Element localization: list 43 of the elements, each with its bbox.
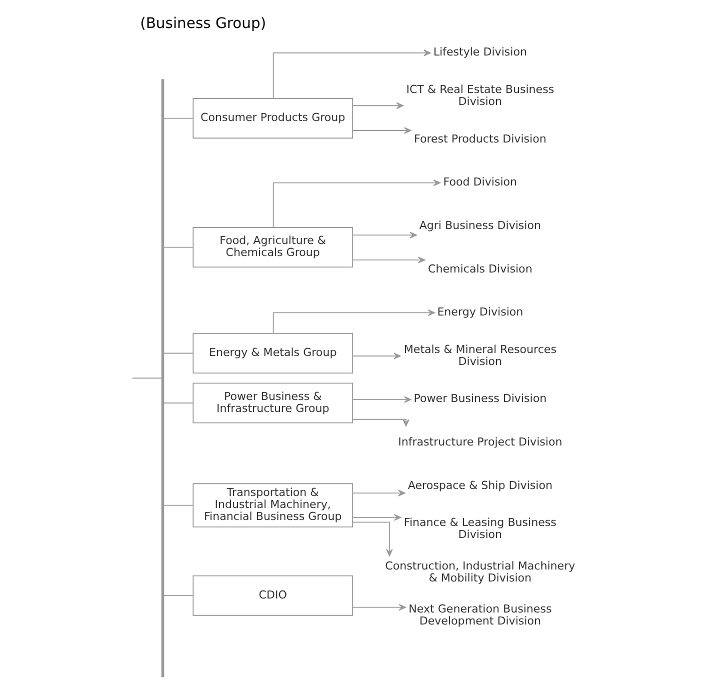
node-text: Aerospace & Ship Division bbox=[407, 478, 552, 492]
node-bar bbox=[160, 79, 164, 678]
arrow bbox=[352, 418, 409, 426]
node-text: Metals & Mineral Resources Division bbox=[403, 342, 556, 368]
connector bbox=[131, 378, 162, 379]
arrow bbox=[272, 179, 440, 228]
connector bbox=[163, 402, 193, 404]
node-box: Energy & Metals Group bbox=[192, 332, 353, 374]
node-text: Energy Division bbox=[436, 306, 523, 319]
diagram-title: (Business Group) bbox=[140, 14, 266, 32]
arrow bbox=[352, 102, 404, 109]
node-box: Transportation & Industrial Machinery, Financial Business Group bbox=[192, 483, 353, 528]
connector bbox=[163, 595, 193, 596]
arrow bbox=[272, 50, 430, 99]
arrow bbox=[352, 352, 400, 360]
arrow bbox=[352, 396, 411, 403]
node-text: ICT & Real Estate Business Division bbox=[406, 83, 554, 108]
arrow bbox=[352, 127, 411, 134]
node-text: Forest Products Division bbox=[413, 132, 546, 146]
node-text: Infrastructure Project Division bbox=[398, 435, 562, 448]
connector bbox=[163, 246, 193, 248]
arrow bbox=[352, 514, 401, 521]
node-box: Power Business & Infrastructure Group bbox=[192, 382, 353, 424]
node-box: Consumer Products Group bbox=[192, 98, 353, 139]
arrow bbox=[352, 522, 392, 556]
arrow bbox=[352, 604, 406, 611]
node-text: Finance & Leasing Business Division bbox=[403, 516, 556, 542]
node-text: Food Division bbox=[442, 176, 517, 189]
node-text: Chemicals Division bbox=[428, 262, 532, 276]
connector bbox=[163, 118, 193, 119]
node-box: CDIO bbox=[192, 575, 353, 616]
node-text: Next Generation Business Development Division bbox=[408, 602, 552, 628]
connector bbox=[163, 504, 193, 506]
arrow bbox=[352, 256, 425, 264]
connector bbox=[163, 352, 193, 354]
node-text: Agri Business Division bbox=[418, 218, 541, 232]
arrow bbox=[272, 309, 434, 334]
arrow bbox=[352, 490, 405, 496]
node-text: Power Business Division bbox=[413, 392, 546, 406]
node-text: Construction, Industrial Machinery & Mobility Division bbox=[384, 559, 575, 584]
node-box: Food, Agriculture & Chemicals Group bbox=[192, 227, 353, 268]
node-text: Lifestyle Division bbox=[432, 46, 527, 59]
arrow bbox=[352, 232, 416, 238]
